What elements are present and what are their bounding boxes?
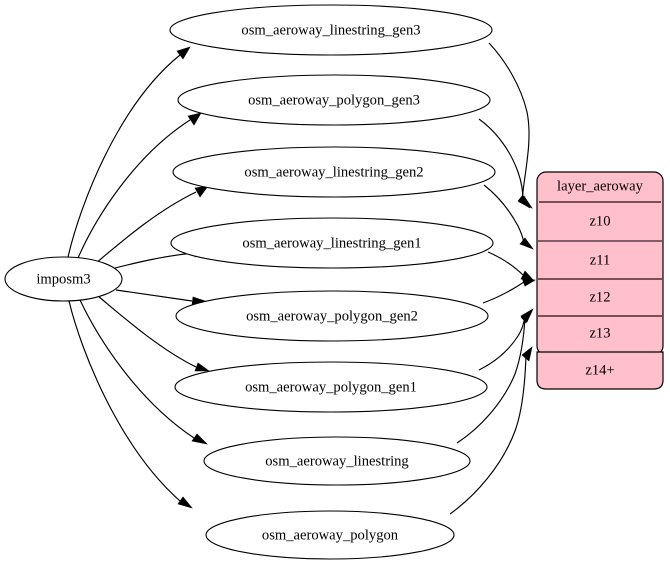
- node-label: osm_aeroway_polygon_gen2: [246, 308, 418, 324]
- node-label: osm_aeroway_linestring: [265, 453, 409, 469]
- edge-arrowhead: [518, 195, 533, 209]
- table-row-z14plus-text[interactable]: z14+: [585, 362, 614, 378]
- table-row-z10[interactable]: z10: [589, 213, 610, 229]
- node-shape-ellipse[interactable]: [170, 217, 494, 269]
- edge-arrowhead: [194, 185, 209, 198]
- edge-imposm3-to-polygon-gen3: [77, 112, 202, 259]
- node-shape-ellipse[interactable]: [169, 4, 493, 56]
- edge-group-tables-to-layer: [449, 42, 536, 515]
- node-shape-ellipse[interactable]: [172, 146, 496, 198]
- node-imposm3[interactable]: imposm3: [4, 256, 123, 302]
- edge-path: [114, 252, 195, 269]
- edge-imposm3-to-polygon: [68, 300, 193, 509]
- node-osm-aeroway-linestring-gen2[interactable]: osm_aeroway_linestring_gen2: [172, 146, 496, 198]
- edge-polygon-gen2-to-z12: [482, 277, 536, 304]
- node-osm-aeroway-polygon[interactable]: osm_aeroway_polygon: [205, 510, 455, 560]
- edge-path: [449, 354, 527, 515]
- edge-linestring-gen3-to-z10: [488, 42, 531, 209]
- edge-path: [97, 295, 197, 368]
- edge-arrowhead: [191, 433, 208, 445]
- edge-path: [68, 300, 181, 502]
- node-osm-aeroway-linestring[interactable]: osm_aeroway_linestring: [203, 436, 471, 486]
- node-shape-ellipse[interactable]: [205, 510, 455, 560]
- table-header-label: layer_aeroway: [557, 178, 644, 194]
- node-layer-aeroway-table[interactable]: layer_aeroway z10 z11 z12 z13 z14+: [536, 171, 664, 378]
- edge-path: [482, 281, 525, 304]
- node-label: osm_aeroway_polygon_gen1: [245, 379, 417, 395]
- edge-imposm3-to-linestring-gen3: [67, 46, 191, 258]
- edge-polygon-gen3-to-z10: [478, 118, 533, 209]
- edge-path: [67, 54, 181, 258]
- edge-path: [95, 191, 197, 264]
- node-shape-ellipse[interactable]: [177, 74, 491, 126]
- node-shape-ellipse[interactable]: [175, 290, 489, 342]
- table-bottom-extension: z14+: [536, 351, 664, 390]
- table-row-z11[interactable]: z11: [590, 252, 611, 268]
- edge-arrowhead: [177, 496, 193, 509]
- edge-path: [115, 289, 193, 302]
- node-label: osm_aeroway_linestring_gen1: [242, 235, 421, 251]
- edge-path: [77, 119, 191, 259]
- node-label: osm_aeroway_polygon_gen3: [248, 92, 420, 108]
- edge-imposm3-to-polygon-gen2: [115, 289, 206, 306]
- edge-arrowhead: [521, 346, 533, 362]
- node-osm-aeroway-polygon-gen2[interactable]: osm_aeroway_polygon_gen2: [175, 290, 489, 342]
- node-label: osm_aeroway_polygon: [262, 527, 399, 543]
- edge-arrowhead: [520, 309, 533, 324]
- edge-path: [478, 315, 526, 371]
- node-osm-aeroway-linestring-gen3[interactable]: osm_aeroway_linestring_gen3: [169, 4, 493, 56]
- node-label: osm_aeroway_linestring_gen3: [241, 22, 420, 38]
- edge-linestring-to-z13: [456, 309, 533, 444]
- edge-arrowhead: [194, 362, 210, 372]
- edge-path: [487, 251, 525, 277]
- node-osm-aeroway-polygon-gen3[interactable]: osm_aeroway_polygon_gen3: [177, 74, 491, 126]
- node-osm-aeroway-polygon-gen1[interactable]: osm_aeroway_polygon_gen1: [174, 361, 488, 413]
- table-row-z13[interactable]: z13: [589, 325, 610, 341]
- node-shape-ellipse[interactable]: [4, 256, 123, 302]
- table-bottom-shape: [536, 351, 664, 390]
- table-row-z12[interactable]: z12: [589, 289, 610, 305]
- edge-polygon-to-z14plus: [449, 346, 533, 515]
- edge-path: [483, 184, 525, 244]
- edge-path: [456, 316, 526, 444]
- edge-arrowhead: [176, 46, 191, 60]
- edge-path: [478, 118, 524, 202]
- edge-path: [488, 42, 530, 202]
- edge-imposm3-to-linestring: [79, 299, 208, 445]
- edge-arrowhead: [187, 112, 202, 126]
- node-shape-ellipse[interactable]: [203, 436, 471, 486]
- edge-path: [79, 299, 195, 439]
- node-osm-aeroway-linestring-gen1[interactable]: osm_aeroway_linestring_gen1: [170, 217, 494, 269]
- node-label: osm_aeroway_linestring_gen2: [244, 164, 423, 180]
- edge-imposm3-to-polygon-gen1: [97, 295, 210, 372]
- edge-linestring-gen2-to-z11: [483, 184, 534, 250]
- node-label-imposm3: imposm3: [36, 271, 90, 287]
- edge-linestring-gen1-to-z12: [487, 251, 535, 282]
- edge-arrowhead: [519, 237, 534, 250]
- edge-arrowhead: [521, 277, 536, 287]
- edge-imposm3-to-linestring-gen2: [95, 185, 209, 264]
- node-shape-ellipse[interactable]: [174, 361, 488, 413]
